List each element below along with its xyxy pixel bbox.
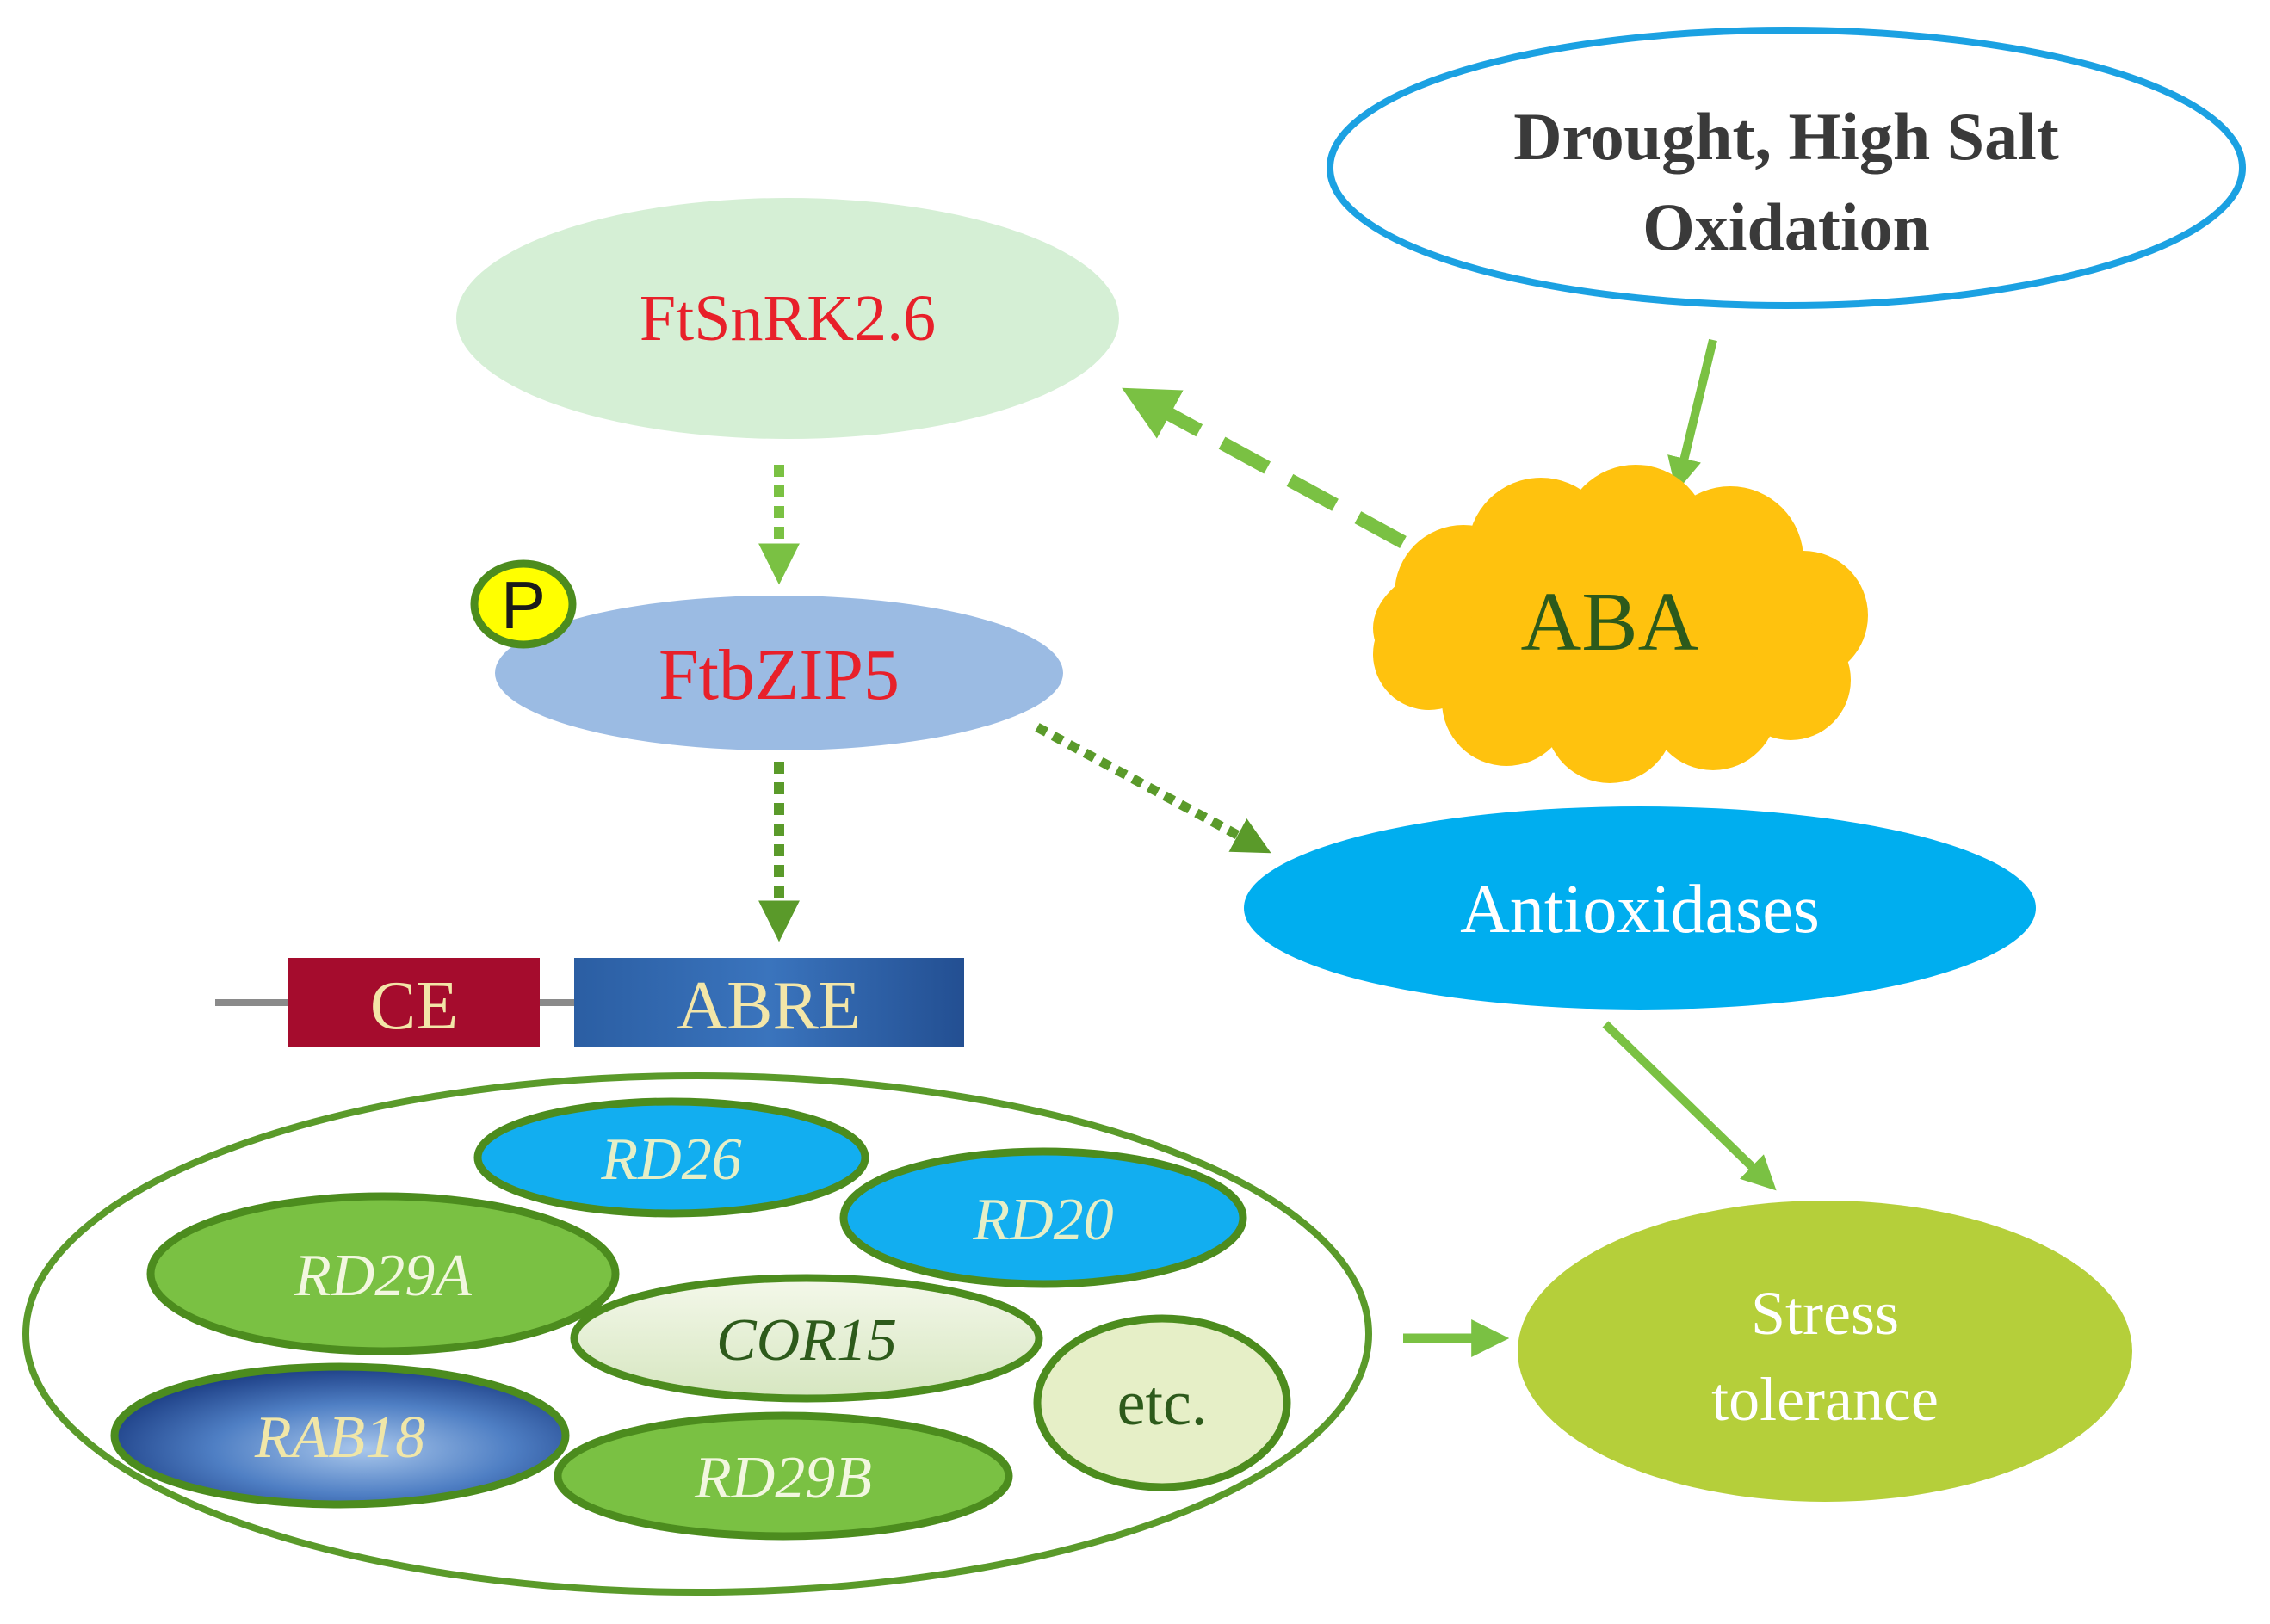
gene-etc: etc. [1033,1314,1291,1491]
antioxidases-label: Antioxidases [1460,872,1820,948]
promoter-element: CE ABRE [215,958,964,1047]
gene-rd29a: RD29A [146,1192,620,1355]
kinase-node: FtSnRK2.6 [456,198,1119,439]
gene-rab18-label: RAB18 [254,1405,425,1471]
abre-label: ABRE [677,968,860,1044]
stress-tolerance-line1: Stress [1751,1279,1899,1348]
target-gene-cluster: RD26 RD20 RD29A COR15 etc. RAB18 RD29B [22,1072,1372,1596]
stimulus-label-line2: Oxidation [1642,189,1930,264]
gene-rd29a-label: RD29A [294,1243,472,1309]
gene-rd26-label: RD26 [600,1127,741,1193]
phosphate-badge: P [470,559,577,649]
tf-label: FtbZIP5 [659,635,900,715]
gene-rd20: RD20 [839,1147,1247,1288]
kinase-label: FtSnRK2.6 [640,282,936,355]
arrow-tf-to-antioxidases [1035,723,1271,854]
ce-box [288,958,540,1047]
stress-tolerance-node: Stress tolerance [1518,1201,2132,1502]
antioxidases-node: Antioxidases [1244,806,2036,1010]
arrow-stimulus-to-aba [1667,338,1717,492]
ce-label: CE [370,968,458,1044]
gene-rab18: RAB18 [110,1362,570,1509]
gene-rd29b-label: RD29B [694,1445,872,1511]
stimulus-node: Drought, High Salt Oxidation [1327,27,2246,309]
stimulus-label-line1: Drought, High Salt [1513,99,2059,174]
gene-rd20-label: RD20 [972,1187,1113,1253]
stress-tolerance-line2: tolerance [1711,1365,1939,1434]
abre-box [574,958,964,1047]
aba-label: ABA [1521,576,1699,669]
phosphate-label: P [501,567,546,643]
gene-cor15: COR15 [570,1274,1043,1403]
arrow-aba-to-kinase [1122,387,1407,549]
tf-node: FtbZIP5 [495,596,1063,750]
arrow-antioxidases-to-stress [1602,1021,1777,1191]
gene-rd26: RD26 [473,1097,869,1218]
aba-node: ABA [1373,465,1868,783]
gene-etc-label: etc. [1117,1368,1208,1439]
gene-rd29b: RD29B [554,1411,1013,1541]
gene-cor15-label: COR15 [716,1307,897,1374]
